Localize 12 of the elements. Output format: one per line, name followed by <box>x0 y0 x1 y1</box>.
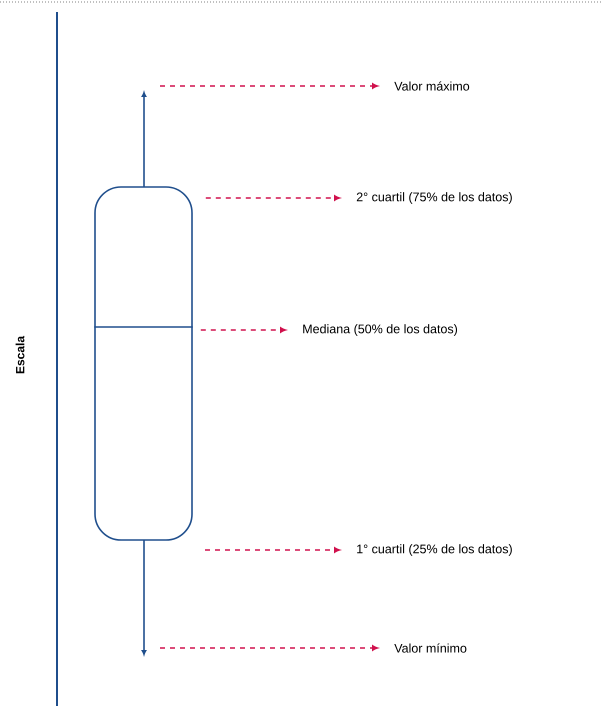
leader-arrow <box>206 195 340 201</box>
leader-arrow <box>160 645 378 651</box>
annotation-text: Valor mínimo <box>394 643 466 653</box>
box-plot-box <box>94 186 193 541</box>
annotation-text: Mediana (50% de los datos) <box>303 324 458 336</box>
axis-label: Escala <box>16 336 24 374</box>
annotation-text: 2° cuartil (75% de los datos) <box>356 192 512 204</box>
leader-arrow <box>200 327 286 333</box>
annotation-text: 1° cuartil (25% de los datos) <box>357 544 512 556</box>
leader-arrow <box>160 83 378 89</box>
annotation-text: Valor máximo <box>394 81 470 91</box>
leader-arrow <box>205 547 340 553</box>
